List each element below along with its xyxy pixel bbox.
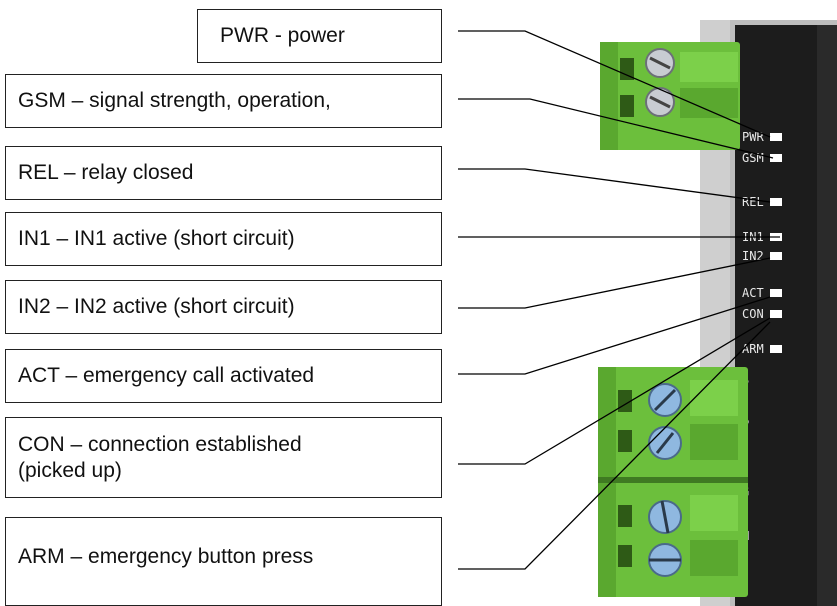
label-in1: IN1 – IN1 active (short circuit)	[5, 212, 442, 266]
leader-line-act	[458, 296, 771, 375]
board-led-rel	[770, 198, 782, 206]
board-led-label-in2: IN2	[742, 249, 764, 263]
label-in2: IN2 – IN2 active (short circuit)	[5, 280, 442, 334]
leader-line-gsm	[458, 98, 774, 159]
board-led-label-pwr: PWR	[742, 130, 764, 144]
board-led-arm	[770, 345, 782, 353]
leader-line-con	[458, 317, 771, 465]
board-led-label-arm: ARM	[742, 342, 764, 356]
label-con: CON – connection established (picked up)	[5, 417, 442, 498]
board-led-act	[770, 289, 782, 297]
label-arm: ARM – emergency button press	[5, 517, 442, 606]
label-rel: REL – relay closed	[5, 146, 442, 200]
leader-line-rel	[458, 168, 771, 203]
power-terminal-block	[600, 42, 740, 150]
io-terminal-block	[598, 367, 748, 597]
leader-lines	[458, 30, 780, 570]
label-act-text: ACT – emergency call activated	[18, 364, 315, 387]
board-led-pwr	[770, 133, 782, 141]
board-led-con	[770, 310, 782, 318]
label-in1-text: IN1 – IN1 active (short circuit)	[18, 227, 295, 250]
label-arm-text: ARM – emergency button press	[18, 545, 314, 568]
label-in2-text: IN2 – IN2 active (short circuit)	[18, 295, 295, 318]
label-pwr-text: PWR - power	[220, 24, 345, 47]
board-led-label-act: ACT	[742, 286, 764, 300]
board-led-gsm	[770, 154, 782, 162]
label-gsm: GSM – signal strength, operation,	[5, 74, 442, 128]
leader-line-pwr	[458, 30, 771, 138]
board-led-label-con: CON	[742, 307, 764, 321]
board-led-label-rel: REL	[742, 195, 764, 209]
label-con-text: CON – connection established (picked up)	[18, 433, 302, 482]
label-pwr: PWR - power	[197, 9, 442, 63]
leader-line-arm	[458, 321, 771, 570]
board-led-in2	[770, 252, 782, 260]
label-rel-text: REL – relay closed	[18, 161, 194, 184]
label-act: ACT – emergency call activated	[5, 349, 442, 403]
leader-line-in2	[458, 257, 771, 309]
label-gsm-text: GSM – signal strength, operation,	[18, 89, 331, 112]
